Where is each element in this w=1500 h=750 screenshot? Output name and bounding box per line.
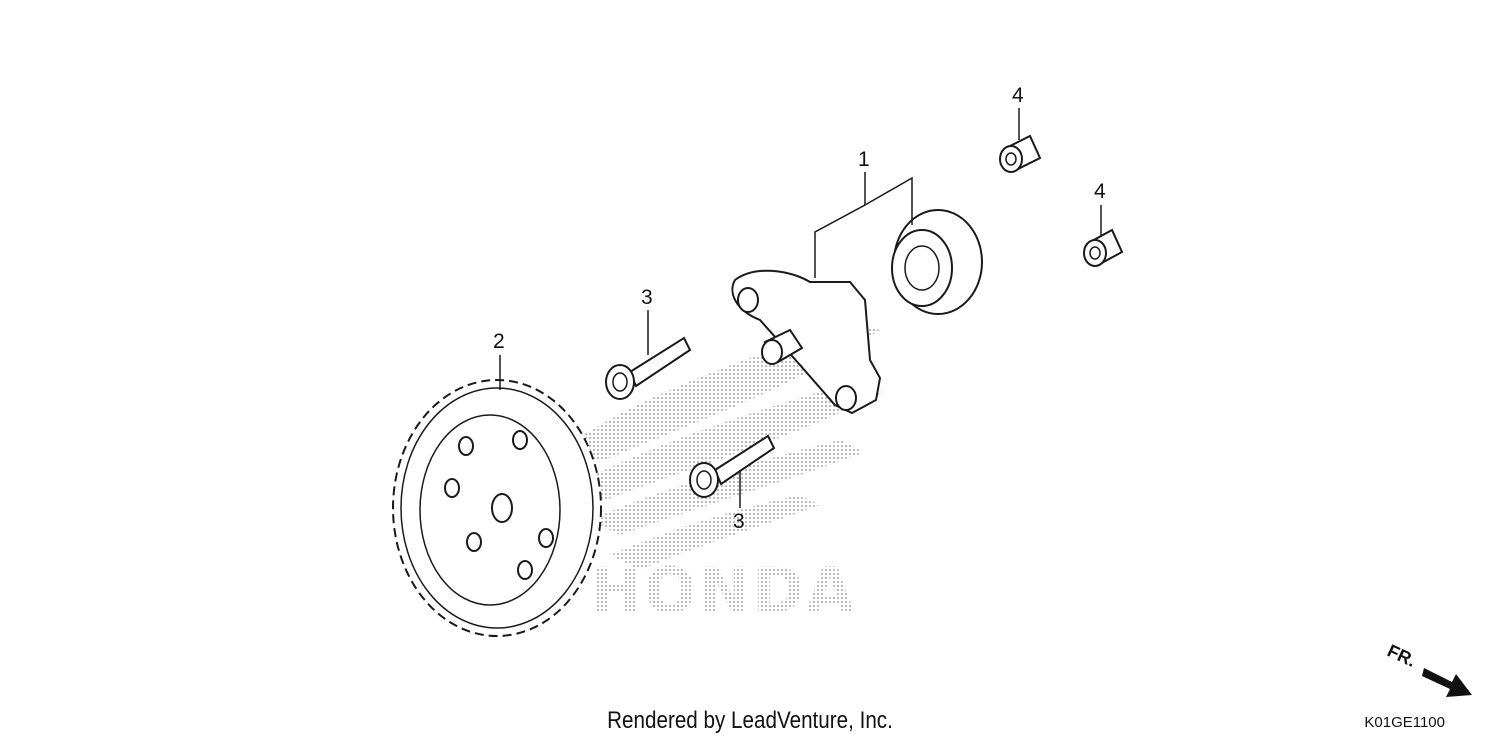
callout-part-3-lower: 3	[733, 510, 745, 533]
callout-part-2: 2	[493, 330, 505, 353]
callout-part-4-upper: 4	[1012, 84, 1024, 107]
bolt-upper	[605, 336, 692, 400]
leader-lines	[499, 108, 1102, 508]
callout-part-1: 1	[858, 148, 870, 171]
oil-pump-drive-gear	[392, 379, 602, 637]
bolt-lower	[689, 434, 776, 498]
diagram-code: K01GE1100	[1364, 714, 1445, 731]
callout-part-4-lower: 4	[1094, 180, 1106, 203]
oil-pump-body	[731, 269, 882, 415]
front-direction-label: FR.	[1384, 640, 1419, 670]
front-arrow-icon	[1422, 668, 1472, 697]
honda-watermark-text: HONDA	[590, 554, 856, 627]
rendered-by-credit: Rendered by LeadVenture, Inc.	[607, 707, 893, 734]
oil-pump-rotor	[891, 209, 983, 315]
dowel-pin-upper	[999, 134, 1042, 173]
dowel-pin-lower	[1083, 228, 1124, 267]
callout-part-3-upper: 3	[641, 286, 653, 309]
front-direction-marker: FR.	[1384, 640, 1472, 697]
